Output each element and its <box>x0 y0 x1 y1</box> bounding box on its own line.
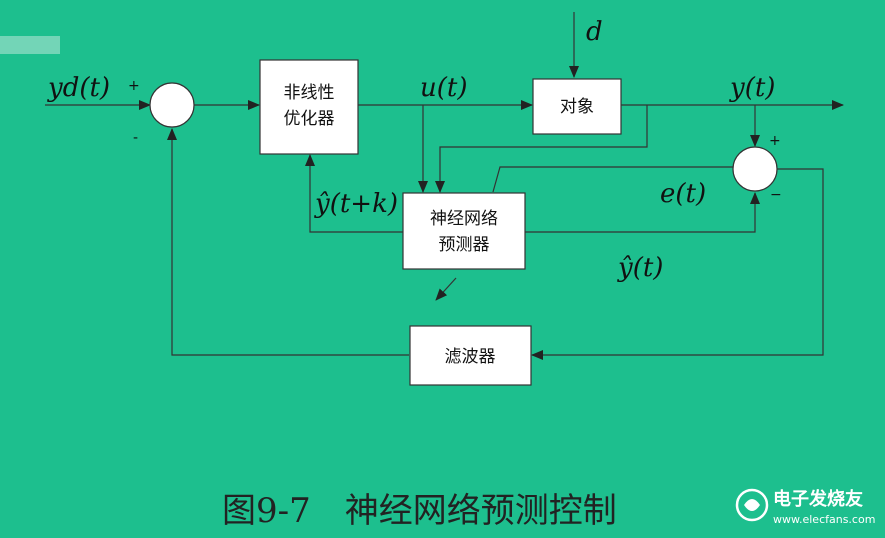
optimizer-block: 非线性 优化器 <box>259 59 359 155</box>
plant-block: 对象 <box>532 78 622 135</box>
smudge-mark <box>0 36 60 54</box>
reference-signal-label: yd(t) <box>47 73 110 103</box>
predictor-label-line1: 神经网络 <box>430 209 498 229</box>
control-signal-label: u(t) <box>420 73 467 103</box>
left-minus-sign: - <box>133 130 138 146</box>
learning-arrow <box>435 277 457 301</box>
filter-label: 滤波器 <box>445 347 496 367</box>
watermark-url: www.elecfans.com <box>773 513 875 526</box>
right-plus-sign: + <box>769 133 781 149</box>
optimizer-label-line1: 非线性 <box>284 83 335 103</box>
plant-label: 对象 <box>560 97 594 117</box>
elecfans-watermark: 电子发烧友 www.elecfans.com <box>735 488 875 526</box>
watermark-brand: 电子发烧友 <box>773 488 863 510</box>
error-to-filter-wire <box>531 168 824 360</box>
right-minus-sign: − <box>770 187 782 203</box>
prediction-signal-label: ŷ(t) <box>617 253 663 283</box>
error-correction-wire <box>492 166 733 193</box>
right-summing-junction <box>732 146 778 192</box>
error-signal-label: e(t) <box>660 179 706 209</box>
left-plus-sign: + <box>128 78 140 94</box>
prediction-ahead-label: ŷ(t+k) <box>314 189 398 219</box>
left-summing-junction <box>149 82 195 128</box>
elecfans-logo-icon <box>735 488 769 522</box>
output-signal-label: y(t) <box>729 73 775 103</box>
predictor-label-line2: 预测器 <box>439 235 490 255</box>
output-to-predictor-wire <box>435 105 648 193</box>
filter-block: 滤波器 <box>409 325 532 386</box>
filter-feedback-wire <box>167 128 409 356</box>
prediction-to-junction-wire <box>525 192 760 233</box>
predictor-block: 神经网络 预测器 <box>402 192 526 270</box>
prediction-feedback-wire <box>305 154 403 233</box>
figure-caption: 图9-7 神经网络预测控制 <box>222 491 617 531</box>
optimizer-label-line2: 优化器 <box>284 109 335 129</box>
disturbance-label: d <box>586 17 603 47</box>
